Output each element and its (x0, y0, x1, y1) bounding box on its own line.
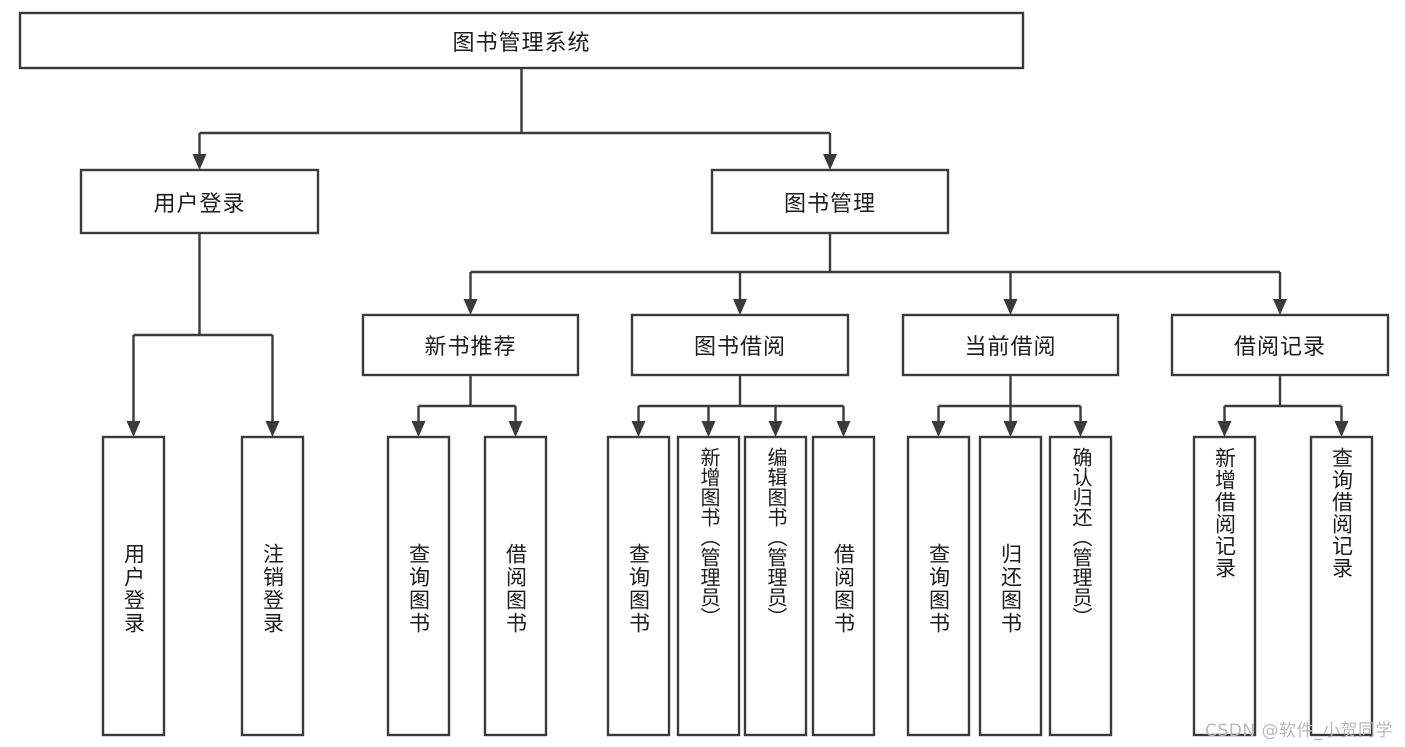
node-box-leaf-br-add (1192, 435, 1257, 737)
node-box-cur-borrow (901, 313, 1120, 377)
node-box-leaf-bb-borrow (811, 435, 876, 737)
edge-arrowhead (1073, 421, 1088, 437)
edge-arrowhead (126, 421, 141, 437)
edge-arrowhead (1217, 421, 1232, 437)
edge-arrowhead (1003, 299, 1018, 315)
node-box-leaf-cb-return (978, 435, 1043, 737)
node-box-leaf-bb-add (676, 435, 741, 737)
node-box-book-borrow (630, 313, 850, 377)
edge-arrowhead (265, 421, 280, 437)
edge-arrowhead (1334, 421, 1349, 437)
edge-arrowhead (508, 421, 523, 437)
edge-arrowhead (823, 154, 837, 170)
node-box-new-book-rec (361, 313, 580, 377)
edge-arrowhead (836, 421, 851, 437)
node-box-book-manage (710, 168, 950, 235)
boxes-layer (18, 11, 1390, 737)
node-box-leaf-cb-confirm (1048, 435, 1113, 737)
node-box-leaf-bb-query (606, 435, 671, 737)
node-box-root (18, 11, 1025, 70)
edge-arrowhead (463, 299, 478, 315)
node-box-borrow-rec (1170, 313, 1390, 377)
edge-arrowhead (768, 421, 783, 437)
edge-arrowhead (631, 421, 646, 437)
node-box-leaf-bb-edit (743, 435, 808, 737)
node-box-leaf-logout (240, 435, 305, 737)
edge-arrowhead (192, 154, 207, 170)
edge-arrowhead (931, 421, 946, 437)
edge-arrowhead (1003, 421, 1018, 437)
node-box-leaf-rec-query (386, 435, 451, 737)
node-box-leaf-br-query (1309, 435, 1374, 737)
edges-layer (126, 68, 1349, 437)
edge-arrowhead (1273, 299, 1287, 315)
node-box-leaf-cb-query (906, 435, 971, 737)
edge-arrowhead (701, 421, 716, 437)
node-box-leaf-user-login (101, 435, 166, 737)
edge-arrowhead (411, 421, 426, 437)
node-box-user-login (79, 168, 320, 235)
node-box-leaf-rec-borrow (483, 435, 548, 737)
edge-arrowhead (733, 299, 747, 315)
